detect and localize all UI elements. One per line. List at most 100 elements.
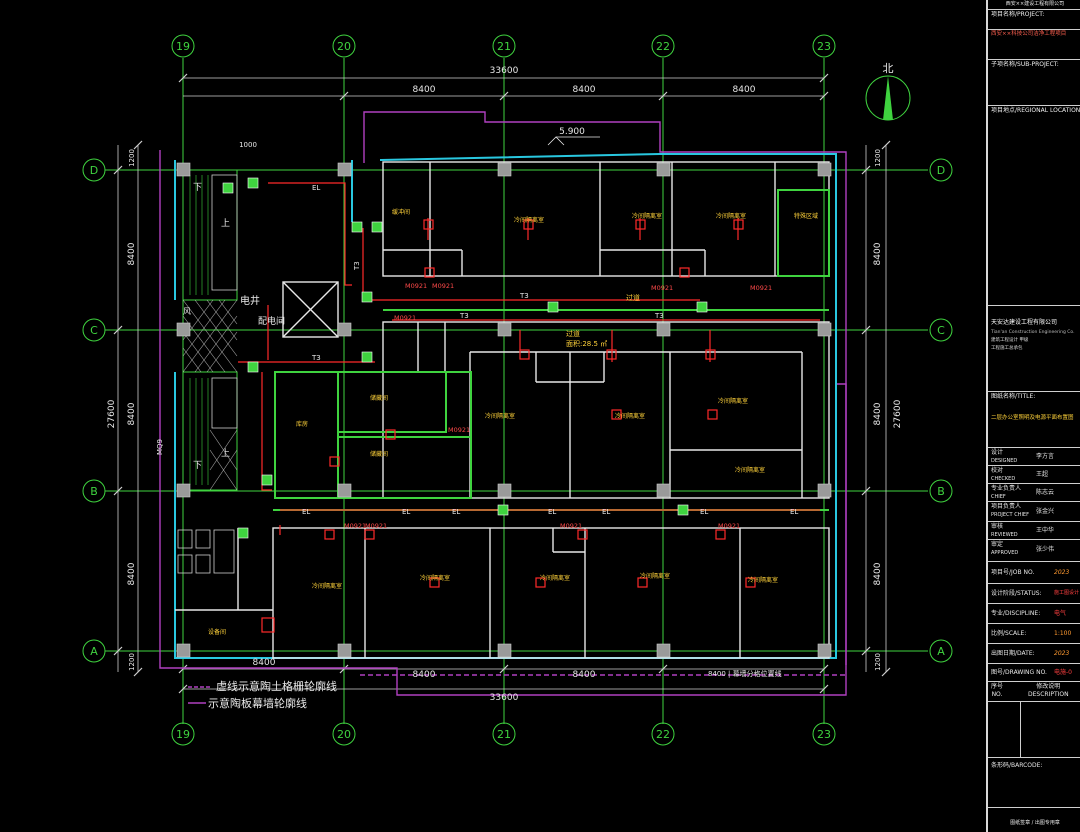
wire-label: EL — [312, 184, 320, 192]
tb-company-en: Tian'an Construction Engineering Co. — [991, 329, 1075, 335]
tb-role-name: 陈志云 — [1036, 489, 1055, 496]
grid-bubble-labels: 19 20 21 22 23 19 20 21 22 23 D C B A D … — [90, 40, 945, 741]
tb-drawing-label: 图号/DRAWING NO. — [991, 669, 1047, 676]
total-width-bottom: 33600 — [490, 693, 519, 703]
row-label-right: B — [937, 485, 945, 498]
tb-company-top: 西安××建设工程有限公司 — [988, 0, 1080, 10]
span-bottom: 8400 — [573, 670, 596, 680]
room-label: 冷间隔离室 — [735, 466, 765, 474]
stair-down: 下 — [193, 461, 202, 471]
span-side-right: 8400 — [873, 402, 883, 425]
span-bottom: 8400 — [413, 670, 436, 680]
tb-role-name: 李方言 — [1036, 453, 1055, 460]
span-top: 8400 — [413, 85, 436, 95]
door-label: M0921 — [718, 522, 740, 530]
wire-label: T3 — [353, 261, 361, 271]
tb-title-value: 二层办公室照明及电源平面布置图 — [991, 414, 1074, 421]
restroom-fixtures — [177, 529, 235, 574]
row-label-right: C — [937, 324, 945, 337]
tb-job: 项目号/JOB NO. 2023 — [988, 562, 1080, 584]
col-label-bottom: 23 — [817, 728, 831, 741]
door-label: M0921 — [344, 522, 366, 530]
tb-project-label: 项目名称/PROJECT: — [991, 11, 1045, 18]
row-label-left: B — [90, 485, 98, 498]
tb-status-value: 施工图设计 — [1054, 590, 1080, 596]
offset-left: 1200 — [128, 653, 136, 671]
tb-scale: 比例/SCALE: 1:100 — [988, 624, 1080, 644]
wire-label: EL — [302, 508, 310, 516]
curtain-wall-note: 8400 | 幕墙分格位置线 — [708, 669, 782, 678]
room-label: 冷间隔离室 — [748, 576, 778, 584]
wire-labels: EL EL EL EL EL EL EL EL T3 T3 T3 T3 T3 — [302, 184, 798, 516]
col-label-top: 23 — [817, 40, 831, 53]
room-label: 冷间隔离室 — [312, 582, 342, 590]
room-label: 冷间隔离室 — [485, 412, 515, 420]
door-label: M0921 — [651, 284, 673, 292]
row-label-right: A — [937, 645, 945, 658]
span-top: 8400 — [573, 85, 596, 95]
door-label: M0921 — [448, 426, 470, 434]
room-label: 冷间隔离室 — [514, 216, 544, 224]
tb-subproject: 子项名称/SUB-PROJECT: — [988, 60, 1080, 106]
tb-date-label: 出图日期/DATE: — [991, 650, 1035, 657]
north-label: 北 — [883, 62, 894, 75]
structural-columns — [176, 162, 832, 658]
row-label-right: D — [937, 164, 945, 177]
green-rooms — [273, 189, 830, 511]
corridor-label: 过道 — [626, 293, 640, 302]
offset-right: 1200 — [874, 653, 882, 671]
tb-project: 项目名称/PROJECT: — [988, 10, 1080, 30]
shaft-code: MQ9 — [156, 439, 164, 455]
room-label: 冷间隔离室 — [640, 572, 670, 580]
area-note: 面积:28.5 ㎡ — [566, 339, 607, 348]
span-side-right: 8400 — [873, 242, 883, 265]
tb-project-value: 西安××科技公司洁净工程项目 — [991, 31, 1067, 37]
col-label-top: 20 — [337, 40, 351, 53]
legend-line-2: 示意陶板幕墙轮廓线 — [208, 696, 307, 710]
room-label: 储藏间 — [370, 450, 388, 458]
north-arrow: 北 — [865, 62, 911, 121]
room-label: 储藏间 — [370, 394, 388, 402]
tb-barcode: 条形码/BARCODE: — [988, 758, 1080, 808]
wire-label: EL — [602, 508, 610, 516]
lab-labels: 缓冲间 冷间隔离室 冷间隔离室 冷间隔离室 特殊区域 冷间隔离室 冷间隔离室 冷… — [208, 208, 818, 636]
total-height-left: 27600 — [107, 399, 117, 428]
stair-up: 上 — [221, 218, 230, 229]
tb-subproject-label: 子项名称/SUB-PROJECT: — [991, 61, 1059, 68]
legend-line-1: 虚线示意陶土格栅轮廓线 — [216, 679, 337, 693]
tb-location-label: 项目地点/REGIONAL LOCATION — [991, 107, 1080, 114]
corridor-label-2: 过道 — [566, 329, 580, 338]
room-label: 缓冲间 — [392, 208, 410, 216]
room-label: 冷间隔离室 — [718, 397, 748, 405]
col-label-bottom: 21 — [497, 728, 511, 741]
door-label: M0921 — [394, 314, 416, 322]
tb-project-value-row: 西安××科技公司洁净工程项目 — [988, 30, 1080, 60]
tb-cert-b: 工程施工总承包 — [991, 345, 1023, 351]
wind-label: 风 — [183, 307, 191, 316]
span-side-left: 8400 — [127, 562, 137, 585]
door-labels: M0921 M0921 M0921 M0921 M0921 M0921 M092… — [344, 282, 772, 530]
wire-label: EL — [452, 508, 460, 516]
door-label: M0921 — [432, 282, 454, 290]
span-side-right: 8400 — [873, 562, 883, 585]
room-label: 冷间隔离室 — [615, 412, 645, 420]
tb-company-block: 天安达建设工程有限公司 Tian'an Construction Enginee… — [988, 306, 1080, 392]
col-label-bottom: 19 — [176, 728, 190, 741]
room-label: 冷间隔离室 — [716, 212, 746, 220]
grid-bubbles — [82, 34, 953, 746]
dimension-ticks — [113, 73, 891, 694]
span-top: 8400 — [733, 85, 756, 95]
col-label-top: 22 — [656, 40, 670, 53]
room-label: 冷间隔离室 — [420, 574, 450, 582]
grating-outline — [159, 111, 847, 696]
